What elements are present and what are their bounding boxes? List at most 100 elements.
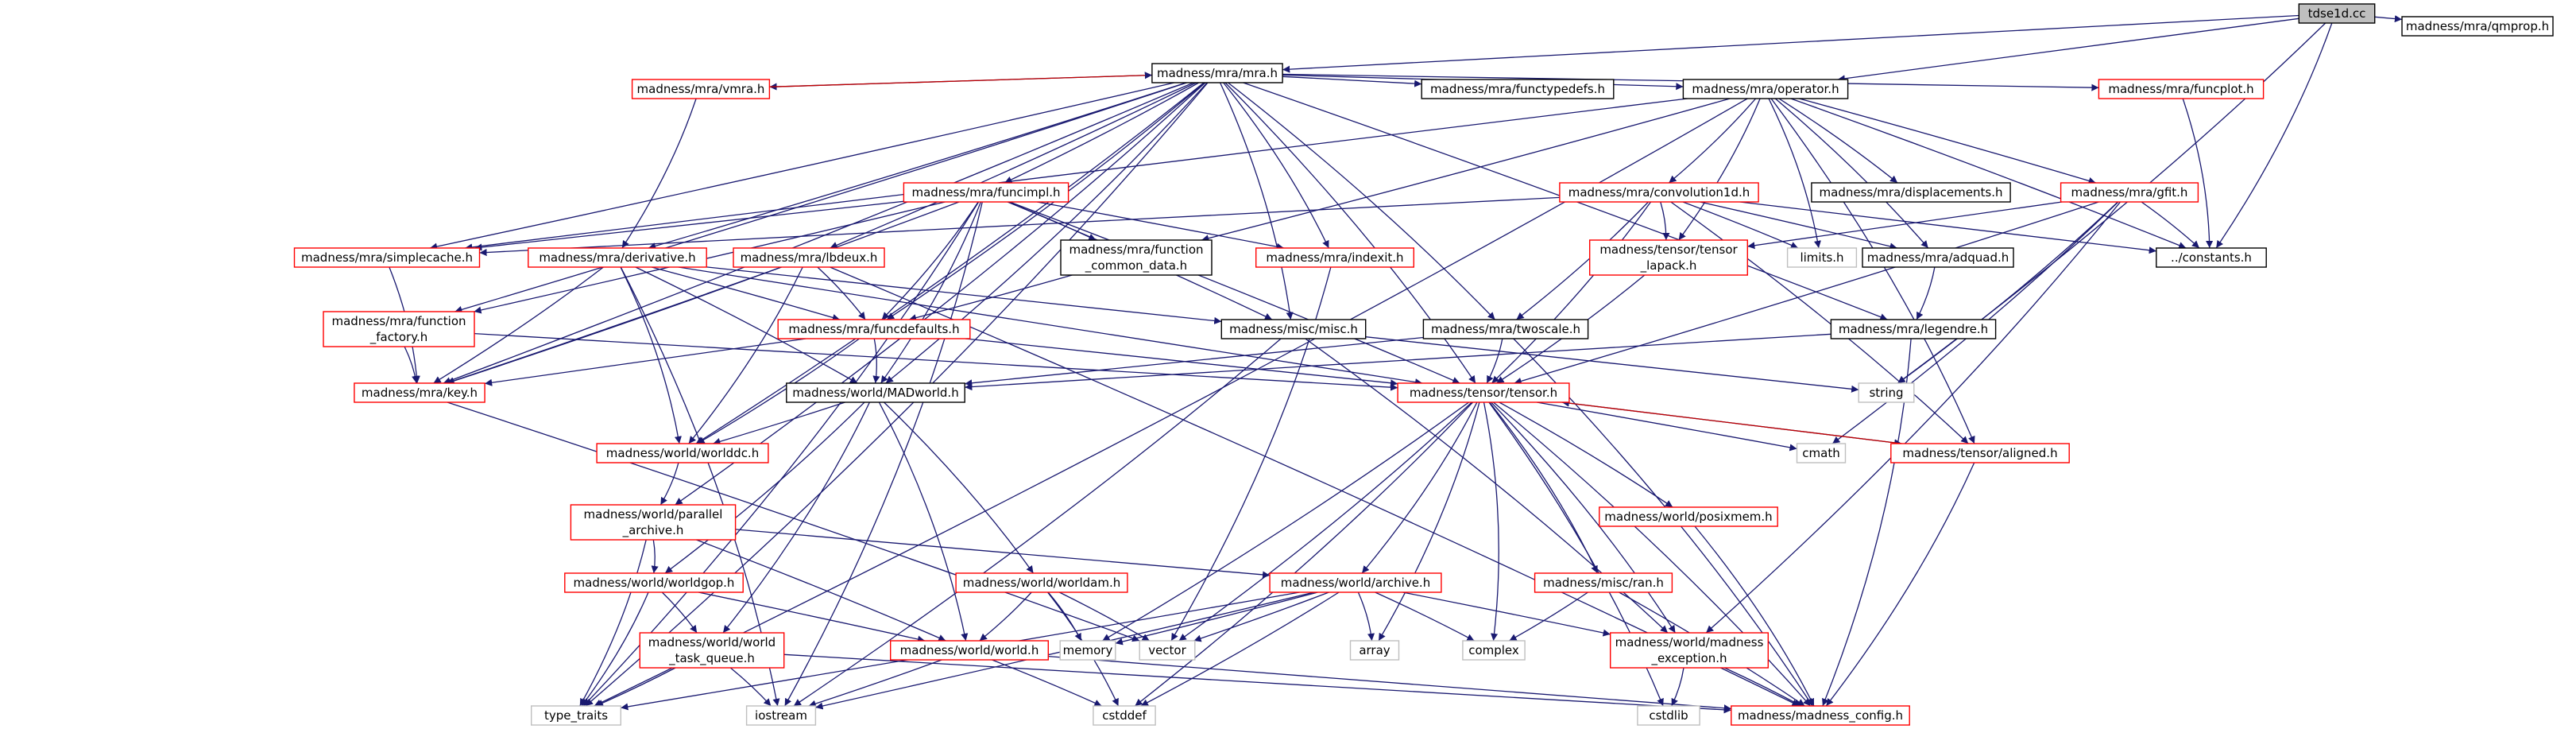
graph-edge-operator-to-fcd — [1201, 98, 1731, 242]
graph-node-vmra[interactable]: madness/mra/vmra.h — [631, 79, 771, 99]
graph-edge-tensor-to-madconfig — [1493, 401, 1811, 707]
graph-edge-derivative-to-worlddc — [620, 266, 682, 444]
graph-edge-tensor-to-archive — [1361, 401, 1478, 574]
graph-node-aligned[interactable]: madness/tensor/aligned.h — [1890, 443, 2070, 463]
edge-path — [479, 196, 1560, 257]
graph-node-worldam[interactable]: madness/world/worldam.h — [955, 572, 1128, 593]
graph-edge-mra-to-lbdeux — [830, 82, 1197, 249]
graph-node-archive[interactable]: madness/world/archive.h — [1269, 572, 1442, 593]
graph-node-worldgop[interactable]: madness/world/worldgop.h — [564, 572, 744, 593]
graph-node-worlddc[interactable]: madness/world/worlddc.h — [596, 443, 769, 463]
edge-path — [1220, 82, 1294, 320]
node-box — [354, 382, 485, 403]
edge-path — [1668, 98, 1757, 184]
graph-node-tensor[interactable]: madness/tensor/tensor.h — [1397, 382, 1570, 403]
node-label: madness/mra/vmra.h — [637, 82, 765, 96]
edge-path — [722, 401, 870, 634]
graph-node-funcfactory[interactable]: madness/mra/function_factory.h — [323, 311, 475, 347]
edge-path — [1774, 98, 1929, 249]
graph-edge-funcdefaults-to-madworld — [872, 338, 880, 384]
node-box — [596, 443, 769, 463]
graph-node-tensorlapack[interactable]: madness/tensor/tensor_lapack.h — [1588, 239, 1748, 276]
graph-node-simplecache[interactable]: madness/mra/simplecache.h — [293, 247, 481, 268]
edge-path — [1778, 98, 1898, 184]
graph-node-iostream: iostream — [745, 705, 817, 726]
graph-node-derivative[interactable]: madness/mra/derivative.h — [528, 247, 707, 268]
edge-path — [1916, 266, 1936, 320]
graph-node-legendre: madness/mra/legendre.h — [1830, 319, 1997, 339]
edge-path — [1491, 201, 1652, 384]
graph-node-ran[interactable]: madness/misc/ran.h — [1534, 572, 1673, 593]
graph-edge-fcd-to-funcdefaults — [908, 274, 1073, 322]
edge-path — [474, 332, 1398, 391]
edge-path — [1228, 82, 1495, 320]
node-label: complex — [1468, 643, 1519, 657]
graph-node-funcimpl[interactable]: madness/mra/funcimpl.h — [903, 182, 1069, 203]
edge-path — [1048, 655, 1731, 712]
edge-path — [965, 333, 1831, 391]
graph-node-posixmem[interactable]: madness/world/posixmem.h — [1599, 506, 1778, 527]
edge-path — [817, 266, 866, 320]
node-box — [528, 247, 707, 268]
graph-edge-funcplot-to-constants — [2182, 98, 2214, 249]
graph-edge-archive-to-array — [1357, 591, 1375, 642]
graph-edge-key-to-vector — [447, 401, 1140, 642]
edge-path — [1660, 201, 1670, 241]
graph-edge-mra-to-funcimpl — [1004, 82, 1200, 184]
graph-edge-operator-to-constants — [1790, 98, 2187, 249]
node-box — [631, 79, 771, 99]
node-label: madness/world/world_task_queue.h — [648, 635, 776, 666]
graph-edge-tdse1d-to-mra — [1282, 14, 2299, 73]
graph-node-key[interactable]: madness/mra/key.h — [354, 382, 485, 403]
graph-edge-mra-to-derivative — [648, 82, 1187, 250]
graph-edge-mra-to-tensor — [1224, 82, 1476, 384]
graph-node-convolution1d[interactable]: madness/mra/convolution1d.h — [1559, 182, 1759, 203]
edge-path — [648, 82, 1187, 250]
graph-edge-worldam-to-vector — [1059, 591, 1151, 642]
graph-node-funcdefaults[interactable]: madness/mra/funcdefaults.h — [777, 319, 971, 339]
edge-path — [1375, 591, 1475, 642]
graph-edge-mra-to-simplecache — [429, 82, 1175, 250]
graph-edge-parallelarchive-to-typetraits — [579, 539, 647, 707]
edge-path — [808, 659, 942, 708]
graph-edge-worlddc-to-parallelarchive — [659, 462, 679, 506]
graph-node-madworld: madness/world/MADworld.h — [786, 382, 965, 403]
graph-node-complex: complex — [1462, 640, 1526, 661]
edge-path — [1378, 401, 1480, 642]
node-box — [639, 632, 785, 669]
graph-node-worldtaskqueue[interactable]: madness/world/world_task_queue.h — [639, 632, 785, 669]
edge-path — [579, 539, 647, 707]
node-box — [1534, 572, 1673, 593]
graph-node-madconfig[interactable]: madness/madness_config.h — [1731, 705, 1910, 726]
graph-node-world[interactable]: madness/world/world.h — [889, 640, 1049, 661]
edge-path — [698, 591, 926, 643]
graph-edge-madworld-to-world — [878, 401, 969, 642]
graph-node-funcplot[interactable]: madness/mra/funcplot.h — [2098, 79, 2265, 99]
graph-node-lbdeux[interactable]: madness/mra/lbdeux.h — [733, 247, 885, 268]
graph-edge-funcfactory-to-key — [404, 346, 420, 384]
graph-edge-funcimpl-to-madworld — [880, 201, 982, 384]
node-box — [1462, 640, 1526, 661]
graph-edge-tensor-to-posixmem — [1499, 401, 1673, 508]
edge-path — [433, 266, 604, 384]
graph-node-indexit[interactable]: madness/mra/indexit.h — [1255, 247, 1414, 268]
edge-path — [2215, 22, 2333, 249]
graph-edge-tensor-to-vector — [1178, 401, 1472, 642]
edge-path — [1724, 667, 1802, 707]
edge-path — [1671, 667, 1684, 707]
graph-edge-archive-to-memory — [1115, 591, 1318, 646]
node-box — [955, 572, 1128, 593]
graph-node-parallelarchive[interactable]: madness/world/parallel_archive.h — [570, 504, 737, 541]
graph-node-madexc[interactable]: madness/world/madness_exception.h — [1609, 632, 1769, 669]
graph-node-gfit[interactable]: madness/mra/gfit.h — [2060, 182, 2199, 203]
graph-edge-funcimpl-to-tensor — [1009, 201, 1460, 384]
graph-edge-worldgop-to-world — [698, 591, 926, 643]
edge-path — [1193, 591, 1329, 642]
graph-edge-gfit-to-string — [1897, 201, 2118, 384]
edge-path — [1178, 401, 1472, 642]
edge-path — [1140, 591, 1340, 707]
edge-path — [1115, 591, 1318, 646]
graph-node-cstdlib: cstdlib — [1637, 705, 1700, 726]
node-box — [1588, 239, 1748, 276]
node-label: vector — [1148, 643, 1186, 657]
